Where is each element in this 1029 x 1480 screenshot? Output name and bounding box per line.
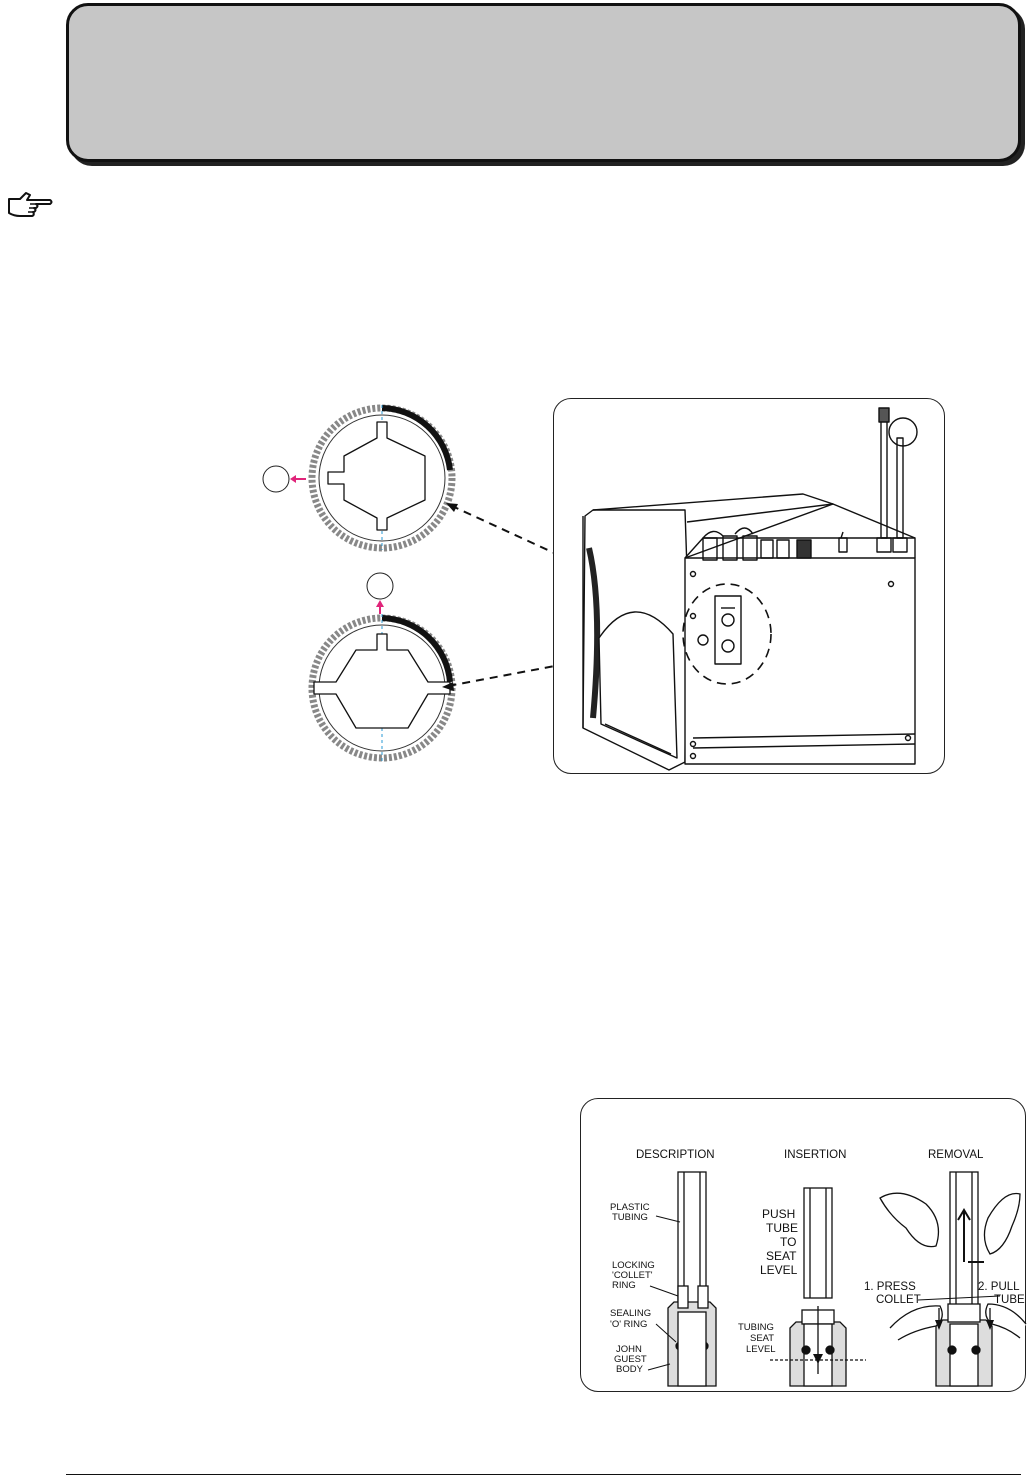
label-tube: TUBE — [766, 1221, 798, 1235]
label-john: JOHN — [616, 1344, 642, 1355]
header-insertion: INSERTION — [784, 1149, 846, 1161]
label-sealing: SEALING — [610, 1308, 651, 1319]
label-tube-removal: TUBE — [994, 1294, 1025, 1306]
label-o-ring: 'O' RING — [610, 1319, 647, 1330]
indicator-top — [262, 465, 306, 493]
label-plastic: PLASTIC — [610, 1202, 650, 1213]
label-ring: RING — [612, 1280, 636, 1291]
label-level: LEVEL — [760, 1263, 798, 1277]
header-description: DESCRIPTION — [636, 1149, 715, 1161]
label-level-2: LEVEL — [746, 1344, 776, 1355]
machine-drawing — [582, 407, 918, 771]
insertion-labels: PUSH TUBE TO SEAT LEVEL TUBING SEAT LEVE… — [738, 1207, 798, 1355]
label-pull: 2. PULL — [978, 1281, 1020, 1293]
removal-labels: 1. PRESS COLLET 2. PULL TUBE — [864, 1281, 1025, 1306]
description-labels: PLASTIC TUBING LOCKING 'COLLET' RING SEA… — [610, 1202, 655, 1375]
label-push: PUSH — [762, 1207, 795, 1221]
label-press: 1. PRESS — [864, 1281, 916, 1293]
label-collet-removal: COLLET — [876, 1294, 921, 1306]
fitting-drawing: DESCRIPTION INSERTION REMOVAL — [610, 1149, 1027, 1387]
footer-rule — [66, 1474, 1021, 1475]
label-tubing: TUBING — [612, 1212, 648, 1223]
label-to: TO — [780, 1235, 796, 1249]
label-collet: 'COLLET' — [612, 1270, 653, 1281]
label-guest: GUEST — [614, 1354, 647, 1365]
detail-circle-top — [308, 404, 456, 552]
indicator-bottom — [366, 572, 394, 614]
pointing-hand-icon — [8, 192, 53, 217]
label-seat: SEAT — [766, 1249, 797, 1263]
label-locking: LOCKING — [612, 1260, 655, 1271]
header-banner — [66, 3, 1021, 162]
label-body: BODY — [616, 1364, 644, 1375]
label-tubing-seat: TUBING — [738, 1322, 774, 1333]
label-seat-2: SEAT — [750, 1333, 774, 1344]
header-removal: REMOVAL — [928, 1149, 984, 1161]
